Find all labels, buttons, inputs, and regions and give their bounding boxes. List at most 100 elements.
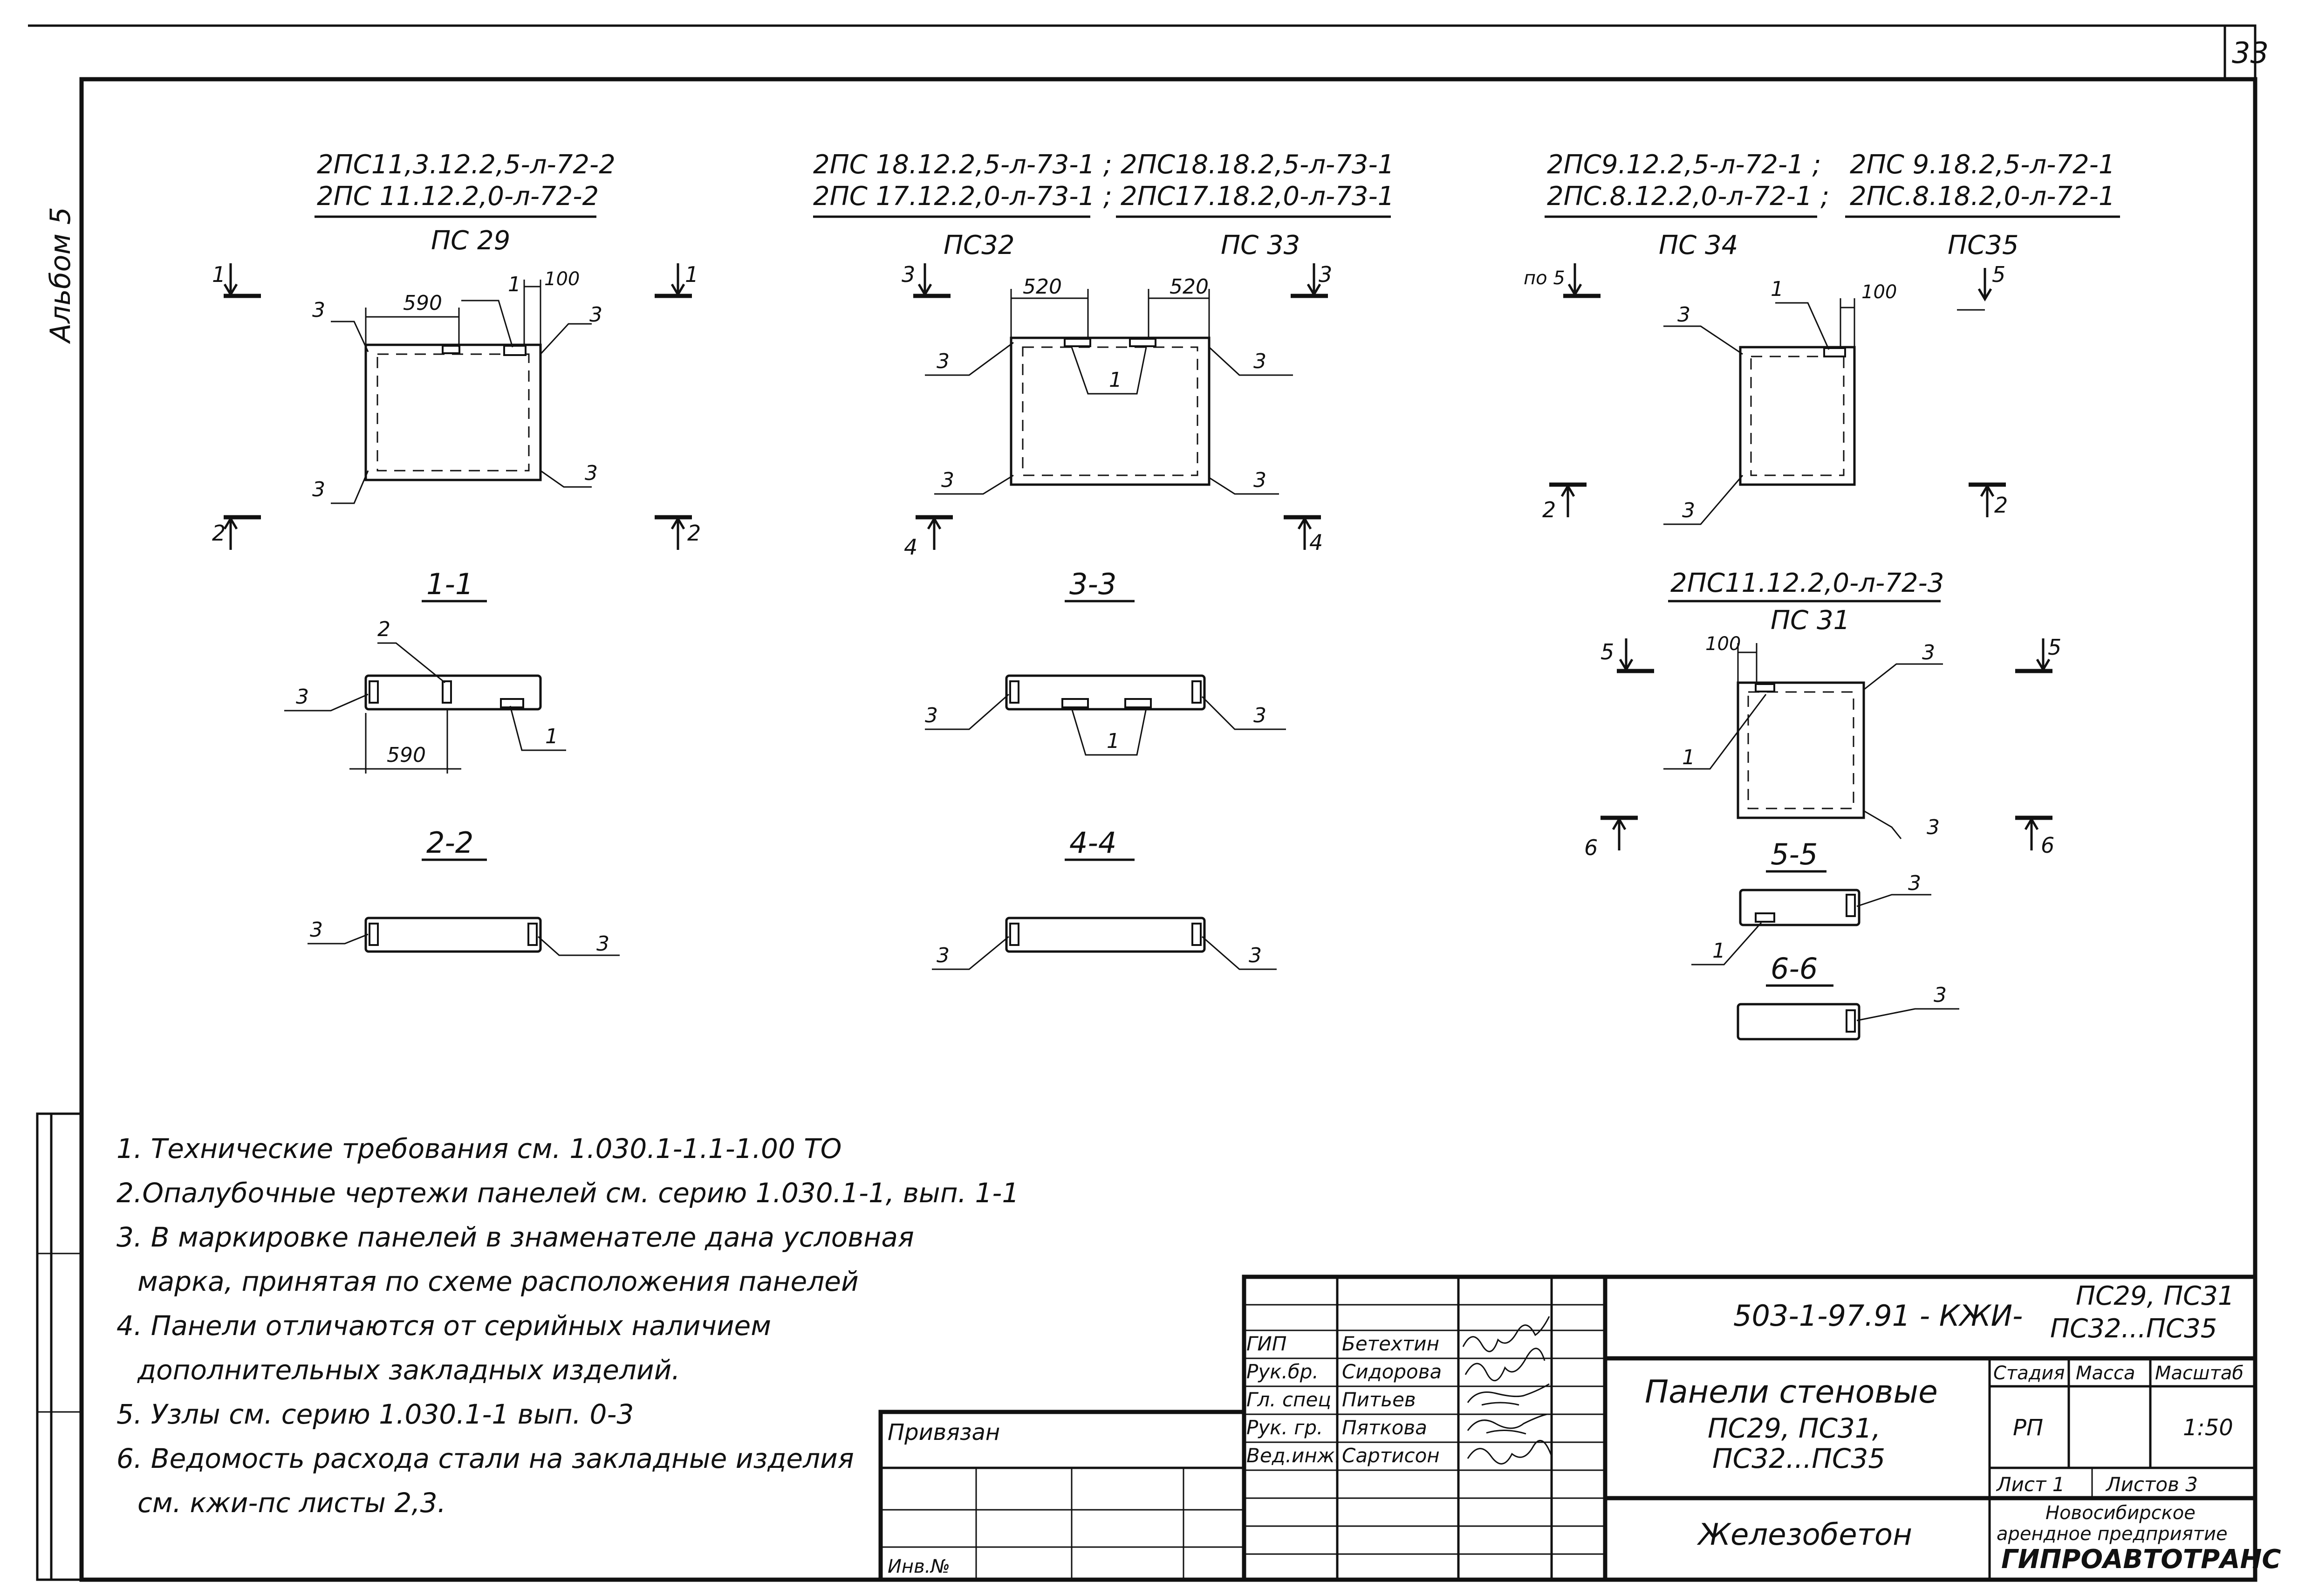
- embedded-part: [442, 345, 460, 354]
- callout-label: 3: [1934, 983, 1947, 1007]
- signer-name: Сидорова: [1342, 1360, 1442, 1383]
- section-body: [1005, 917, 1206, 953]
- signer-name: Сартисон: [1342, 1444, 1440, 1467]
- callout-label: 1: [508, 273, 521, 296]
- sheet-label: Лист 1: [1996, 1473, 2065, 1496]
- stage-value: РП: [2013, 1415, 2043, 1441]
- material-label: Железобетон: [1696, 1518, 1912, 1552]
- binding-strip: [36, 1112, 83, 1581]
- organization-line: арендное предприятие: [1997, 1523, 2228, 1545]
- section-body: [1737, 1003, 1861, 1041]
- bound-label: Привязан: [888, 1419, 1000, 1445]
- role-label: ГИП: [1246, 1332, 1286, 1355]
- panel-plan: [1010, 336, 1211, 486]
- callout-label: 3: [925, 704, 938, 727]
- dimension-label: 100: [1861, 281, 1897, 303]
- mark-label: 2ПС9.12.2,5-л-72-1 ;: [1547, 150, 1821, 180]
- section-mark: 1: [685, 262, 698, 287]
- callout-label: 3: [596, 932, 609, 956]
- dimension-label: 590: [403, 291, 442, 315]
- note-line: 4. Панели отличаются от серийных наличие…: [116, 1310, 771, 1342]
- drawing-title-marks: ПС32...ПС35: [1712, 1443, 1885, 1474]
- section-mark: 6: [1584, 835, 1598, 860]
- panel-group-ps31: 2ПС11.12.2,0-л-72-3 ПС 31 100 1 3 3 5 5 …: [1584, 568, 2061, 1041]
- sheet-number: 33: [2232, 36, 2269, 70]
- signer-name: Пяткова: [1342, 1416, 1427, 1439]
- note-line: 6. Ведомость расхода стали на закладные …: [116, 1443, 854, 1474]
- mark-label: 2ПС11.12.2,0-л-72-3: [1670, 568, 1944, 598]
- embedded-part: [500, 698, 524, 708]
- callout-label: 3: [937, 349, 950, 373]
- callout-label: 3: [1253, 704, 1266, 727]
- section-title: 4-4: [1069, 826, 1116, 860]
- mark-sub-label: ПС 33: [1221, 230, 1300, 260]
- sheet-number-box: [2223, 24, 2257, 81]
- mark-sub-label: ПС32: [944, 230, 1014, 260]
- panel-group-ps34-ps35: 2ПС9.12.2,5-л-72-1 ; 2ПС 9.18.2,5-л-72-1…: [1524, 150, 2120, 525]
- embedded-part: [1755, 683, 1775, 692]
- callout-label: 1: [1107, 729, 1120, 753]
- section-title: 6-6: [1771, 952, 1818, 986]
- dimension-label: 520: [1170, 275, 1209, 299]
- callout-label: 3: [585, 461, 598, 485]
- note-line: 3. В маркировке панелей в знаменателе да…: [116, 1221, 914, 1253]
- section-body: [364, 917, 542, 953]
- section-title: 2-2: [426, 826, 473, 860]
- scale-value: 1:50: [2183, 1415, 2233, 1441]
- callout-label: 3: [1927, 815, 1940, 839]
- drawing-title-marks: ПС29, ПС31,: [1708, 1412, 1881, 1444]
- mark-label: 2ПС11,3.12.2,5-л-72-2: [317, 150, 616, 180]
- callout-label: 3: [296, 685, 309, 709]
- callout-label: 3: [1682, 499, 1695, 522]
- callout-label: 3: [937, 944, 950, 967]
- callout-label: 1: [1682, 746, 1695, 769]
- note-line: см. кжи-пс листы 2,3.: [137, 1487, 446, 1519]
- mark-label: 2ПС.8.18.2,0-л-72-1: [1850, 181, 2115, 212]
- callout-label: 1: [545, 725, 558, 748]
- mark-sub-label: ПС 31: [1771, 605, 1850, 636]
- dimension-label: 590: [387, 743, 426, 767]
- note-line: марка, принятая по схеме расположения па…: [137, 1266, 859, 1297]
- dimension-label: 100: [1705, 633, 1741, 655]
- callout-label: 3: [310, 918, 323, 942]
- section-mark: 2: [1542, 497, 1556, 522]
- embedded-part: [442, 680, 452, 704]
- callout-label: 3: [941, 468, 954, 492]
- callout-label: 3: [1253, 468, 1266, 492]
- role-label: Рук. гр.: [1246, 1416, 1323, 1439]
- document-code-marks: ПС32...ПС35: [2050, 1314, 2217, 1344]
- mark-sub-label: ПС 29: [431, 226, 510, 256]
- stage-header: Стадия: [1993, 1363, 2065, 1384]
- panel-group-ps29: 2ПС11,3.12.2,5-л-72-2 2ПС 11.12.2,0-л-72…: [212, 150, 701, 956]
- section-body: [364, 674, 542, 711]
- note-line: дополнительных закладных изделий.: [137, 1354, 680, 1386]
- callout-label: 2: [377, 617, 390, 641]
- section-mark: 4: [904, 534, 917, 560]
- embedded-part: [1064, 338, 1091, 347]
- mark-label: 2ПС18.18.2,5-л-73-1: [1121, 150, 1394, 180]
- callout-label: 3: [312, 298, 325, 322]
- section-mark: 2: [1994, 493, 2008, 518]
- drawing-title: Панели стеновые: [1645, 1374, 1938, 1411]
- callout-label: 3: [1677, 303, 1690, 327]
- callout-label: 1: [1771, 277, 1784, 301]
- signer-name: Бетехтин: [1342, 1332, 1439, 1355]
- panel-plan: [1739, 346, 1856, 486]
- signature-scribbles: [1462, 1316, 1553, 1465]
- inventory-label: Инв.№: [888, 1556, 950, 1577]
- section-mark: 3: [1319, 262, 1332, 287]
- section-mark: 2: [687, 521, 701, 546]
- signer-name: Питьев: [1342, 1388, 1416, 1411]
- note-line: 1. Технические требования см. 1.030.1-1.…: [116, 1133, 841, 1164]
- callout-label: 3: [589, 303, 602, 327]
- stamp-frame: [1242, 1274, 2257, 1582]
- general-notes: 1. Технические требования см. 1.030.1-1.…: [116, 1133, 1019, 1519]
- role-label: Вед.инж.: [1246, 1444, 1341, 1467]
- mark-label: 2ПС.8.12.2,0-л-72-1 ;: [1547, 181, 1829, 212]
- note-line: 5. Узлы см. серию 1.030.1-1 вып. 0-3: [116, 1398, 634, 1430]
- embedded-part: [1129, 338, 1156, 347]
- mark-label: 2ПС 11.12.2,0-л-72-2: [317, 181, 599, 212]
- section-body: [1005, 674, 1206, 711]
- sheets-label: Листов 3: [2105, 1473, 2198, 1496]
